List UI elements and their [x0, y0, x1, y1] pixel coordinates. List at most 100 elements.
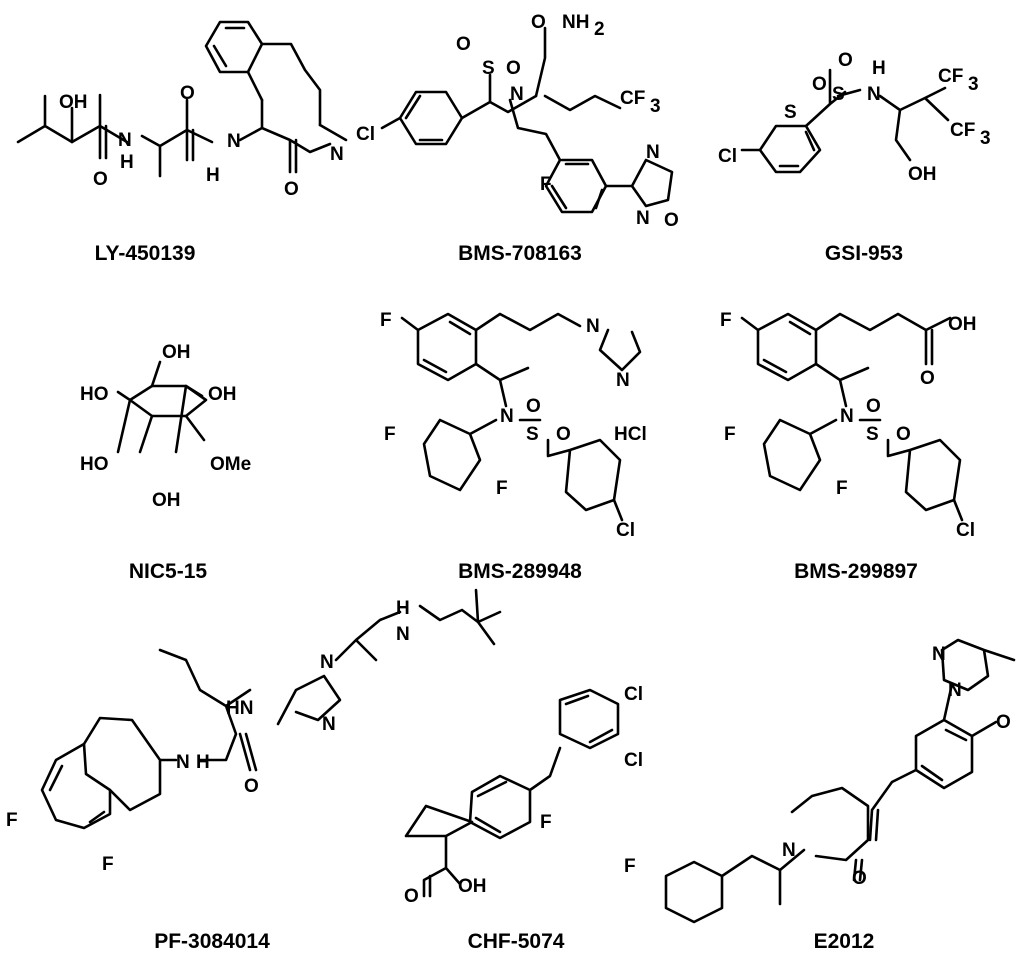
atom-label: N: [867, 84, 881, 105]
atom-label: S: [784, 102, 797, 123]
atom-label: O: [456, 34, 471, 55]
atom-label: F: [836, 478, 848, 499]
compound-gsi-953: O H S N O S CF 3 CF 3 Cl OH GSI-953: [718, 50, 991, 265]
atom-label: Cl: [624, 684, 643, 705]
structure-bms-299897: [740, 312, 964, 522]
atom-label: O: [506, 58, 521, 79]
atom-label: H: [396, 598, 410, 619]
atom-label: O: [526, 396, 541, 417]
structure-chf-5074: [404, 688, 620, 898]
atom-label: S: [832, 84, 845, 105]
atom-label: O: [556, 424, 571, 445]
compound-caption: NIC5-15: [129, 560, 208, 583]
atom-label: F: [380, 310, 392, 331]
atom-label: OMe: [210, 454, 251, 475]
atom-label: F: [540, 812, 552, 833]
compound-caption: LY-450139: [95, 242, 196, 265]
atom-label: HN: [226, 698, 253, 719]
atom-label: H: [872, 58, 886, 79]
atom-label: F: [720, 310, 732, 331]
compound-caption: BMS-708163: [458, 242, 582, 265]
structure-bms-289948: [400, 312, 642, 522]
compound-e2012: N N O F N O E2012: [624, 638, 1016, 953]
atom-label: OH: [948, 314, 977, 335]
compound-chf-5074: Cl Cl F O OH CHF-5074: [404, 684, 643, 953]
atom-label: N: [330, 144, 344, 165]
atom-label: OH: [162, 342, 191, 363]
atom-label: O: [812, 74, 827, 95]
compound-ly-450139: OH N H O O N H O N LY-450139: [16, 20, 348, 265]
atom-label: CF: [620, 88, 645, 109]
atom-label: N: [932, 644, 946, 665]
atom-label: N: [176, 752, 190, 773]
atom-label: Cl: [956, 520, 975, 541]
atom-label: 3: [980, 128, 991, 149]
structure-bms-708163: [380, 26, 674, 214]
atom-label: F: [6, 810, 18, 831]
atom-label: O: [244, 776, 259, 797]
atom-label: O: [896, 424, 911, 445]
atom-label: O: [284, 179, 299, 200]
structure-e2012: [664, 638, 1016, 924]
atom-label: O: [180, 83, 195, 104]
atom-label: O: [838, 50, 853, 71]
atom-label: N: [118, 130, 132, 151]
atom-label: N: [840, 406, 854, 427]
compound-bms-299897: F OH O N O S O F F Cl BMS-299897: [720, 310, 977, 583]
atom-label: OH: [908, 164, 937, 185]
atom-label: N: [782, 840, 796, 861]
atom-label: OH: [458, 876, 487, 897]
atom-label: OH: [152, 490, 181, 511]
structure-nic5-15: [116, 360, 208, 454]
atom-label: Cl: [718, 146, 737, 167]
compound-caption: E2012: [814, 930, 875, 953]
atom-label: F: [496, 478, 508, 499]
compound-nic5-15: OH HO OH HO OMe OH NIC5-15: [80, 342, 251, 583]
atom-label: 3: [650, 96, 661, 117]
atom-label: HCl: [614, 424, 647, 445]
compound-caption: BMS-299897: [794, 560, 918, 583]
structure-pf-3084014: [40, 588, 502, 830]
atom-label: F: [624, 856, 636, 877]
compound-pf-3084014: H N N HN N N H O F F PF-3084014: [6, 588, 502, 953]
atom-label: O: [920, 368, 935, 389]
atom-label: NH: [562, 12, 589, 33]
atom-label: HO: [80, 454, 109, 475]
atom-label: HO: [80, 384, 109, 405]
atom-label: Cl: [356, 124, 375, 145]
atom-label: S: [526, 424, 539, 445]
atom-label: F: [540, 174, 552, 195]
atom-label: O: [531, 12, 546, 33]
atom-label: S: [482, 58, 495, 79]
atom-label: H: [206, 165, 220, 186]
atom-label: F: [724, 424, 736, 445]
compound-caption: PF-3084014: [154, 930, 270, 953]
atom-label: 2: [594, 19, 605, 40]
atom-label: CF: [938, 66, 963, 87]
atom-label: N: [948, 680, 962, 701]
atom-label: O: [664, 210, 679, 231]
compound-caption: GSI-953: [825, 242, 903, 265]
compound-bms-289948: F N N N O S O HCl F F Cl BMS-289948: [380, 310, 647, 583]
atom-label: S: [866, 424, 879, 445]
atom-label: N: [510, 84, 524, 105]
atom-label: N: [320, 652, 334, 673]
atom-label: N: [227, 131, 241, 152]
atom-label: O: [996, 712, 1011, 733]
structure-ly-450139: [16, 20, 348, 178]
atom-label: N: [616, 370, 630, 391]
structure-gsi-953: [740, 68, 950, 174]
atom-label: H: [120, 152, 134, 173]
atom-label: CF: [950, 120, 975, 141]
atom-label: O: [852, 868, 867, 889]
atom-label: OH: [59, 92, 88, 113]
atom-label: N: [586, 316, 600, 337]
atom-label: H: [196, 752, 210, 773]
atom-label: OH: [208, 384, 237, 405]
atom-label: N: [500, 406, 514, 427]
atom-label: O: [93, 169, 108, 190]
atom-label: O: [404, 886, 419, 907]
atom-label: Cl: [624, 750, 643, 771]
atom-label: N: [396, 624, 410, 645]
